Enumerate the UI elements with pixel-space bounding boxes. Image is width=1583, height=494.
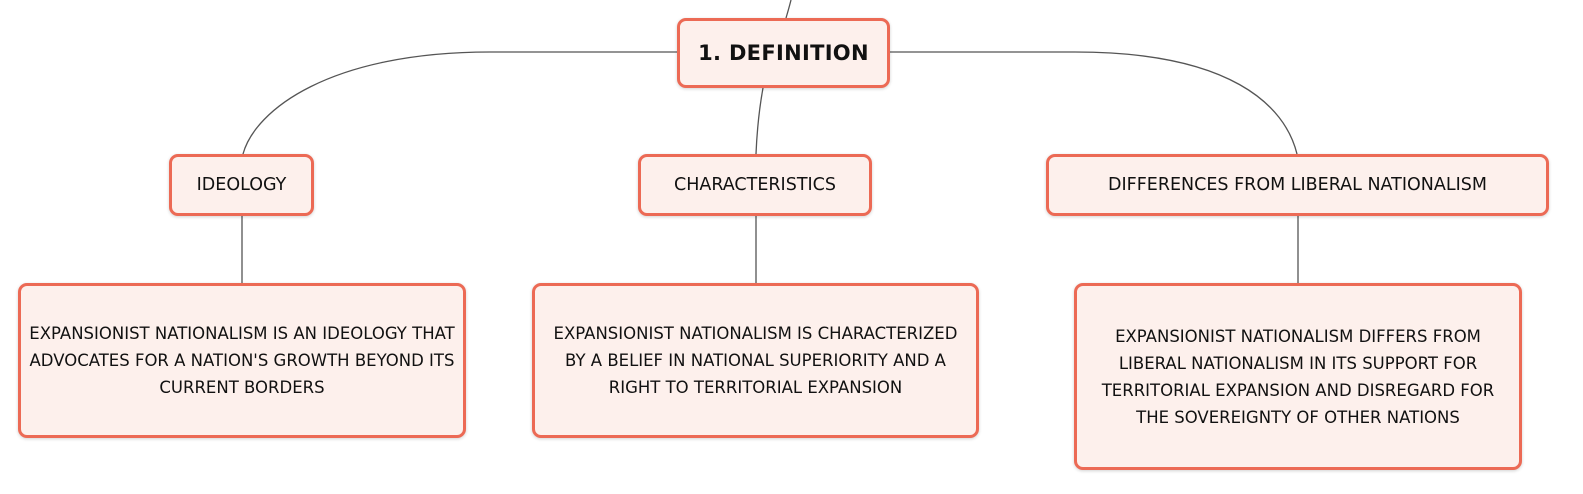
topic-node-label: IDEOLOGY	[196, 175, 287, 195]
detail-node-differences[interactable]: EXPANSIONIST NATIONALISM DIFFERS FROM LI…	[1074, 283, 1522, 470]
topic-node-characteristics[interactable]: CHARACTERISTICS	[638, 154, 872, 216]
connector-root-to-characteristics	[755, 87, 764, 155]
topic-node-label: CHARACTERISTICS	[673, 175, 837, 195]
root-node-definition[interactable]: 1. DEFINITION	[677, 18, 890, 88]
detail-node-ideology[interactable]: EXPANSIONIST NATIONALISM IS AN IDEOLOGY …	[18, 283, 466, 438]
detail-node-text: EXPANSIONIST NATIONALISM IS AN IDEOLOGY …	[29, 324, 455, 397]
topic-node-ideology[interactable]: IDEOLOGY	[169, 154, 314, 216]
root-node-label: 1. DEFINITION	[698, 41, 869, 65]
detail-node-text: EXPANSIONIST NATIONALISM DIFFERS FROM LI…	[1101, 326, 1495, 427]
detail-node-characteristics[interactable]: EXPANSIONIST NATIONALISM IS CHARACTERIZE…	[532, 283, 979, 438]
connector-root-to-differences	[890, 51, 1298, 155]
connector-parent-to-root	[785, 0, 792, 19]
topic-node-differences[interactable]: DIFFERENCES FROM LIBERAL NATIONALISM	[1046, 154, 1549, 216]
connector-root-to-ideology	[242, 51, 677, 155]
topic-node-label: DIFFERENCES FROM LIBERAL NATIONALISM	[1108, 175, 1487, 195]
detail-node-text: EXPANSIONIST NATIONALISM IS CHARACTERIZE…	[553, 324, 958, 397]
